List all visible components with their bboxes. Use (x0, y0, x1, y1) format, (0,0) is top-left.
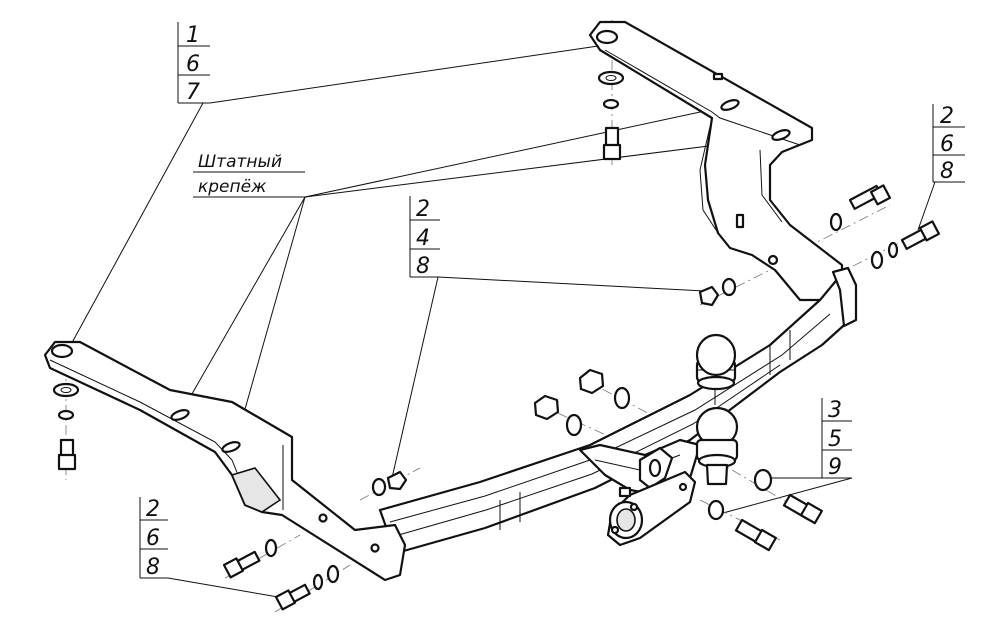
bolts-right (829, 184, 941, 270)
callout-2-6-8-left-line-3: 8 (146, 555, 160, 580)
note-line-1: Штатный (198, 152, 282, 172)
note-line-2: крепёж (198, 177, 267, 197)
right-mounting-bracket (588, 20, 844, 302)
bolts-ball (707, 468, 823, 552)
callout-1-6-7-line-3: 7 (186, 80, 200, 105)
callout-2-4-8: 2 4 8 (409, 196, 440, 279)
callout-1-6-7-line-1: 1 (186, 23, 200, 48)
nuts-center (533, 368, 631, 437)
callout-1-6-7: 1 6 7 (177, 22, 210, 105)
main-cross-beam (378, 266, 858, 554)
callout-2-4-8-line-3: 8 (416, 254, 430, 279)
callout-2-6-8-right: 2 6 8 (932, 104, 965, 184)
callout-2-6-8-right-line-2: 6 (940, 132, 954, 157)
callout-2-6-8-left: 2 6 8 (139, 497, 168, 580)
stud-top (597, 70, 625, 161)
callout-3-5-9-line-2: 5 (828, 427, 842, 452)
callout-2-6-8-right-line-3: 8 (940, 159, 954, 184)
callout-3-5-9: 3 5 9 (821, 398, 852, 480)
callout-3-5-9-line-3: 9 (828, 455, 842, 480)
tow-ball-lower (695, 406, 739, 486)
callout-2-6-8-left-line-2: 6 (146, 526, 160, 551)
tow-ball-mount (578, 438, 702, 547)
callout-3-5-9-line-1: 3 (828, 398, 842, 423)
callout-2-4-8-line-2: 4 (416, 226, 430, 251)
callout-1-6-7-line-2: 6 (186, 52, 200, 77)
leader-lines (67, 44, 936, 599)
callout-2-6-8-right-line-1: 2 (940, 104, 954, 129)
nut-washer-left (371, 470, 408, 497)
left-mounting-bracket (43, 340, 407, 582)
callout-2-6-8-left-line-1: 2 (146, 497, 160, 522)
tow-ball-upper (695, 333, 737, 405)
bolts-left (222, 538, 340, 611)
stud-left (52, 382, 80, 471)
standard-fasteners-note: Штатный крепёж (193, 152, 305, 198)
callout-2-4-8-line-1: 2 (416, 197, 430, 222)
nut-washer-right (698, 277, 737, 307)
